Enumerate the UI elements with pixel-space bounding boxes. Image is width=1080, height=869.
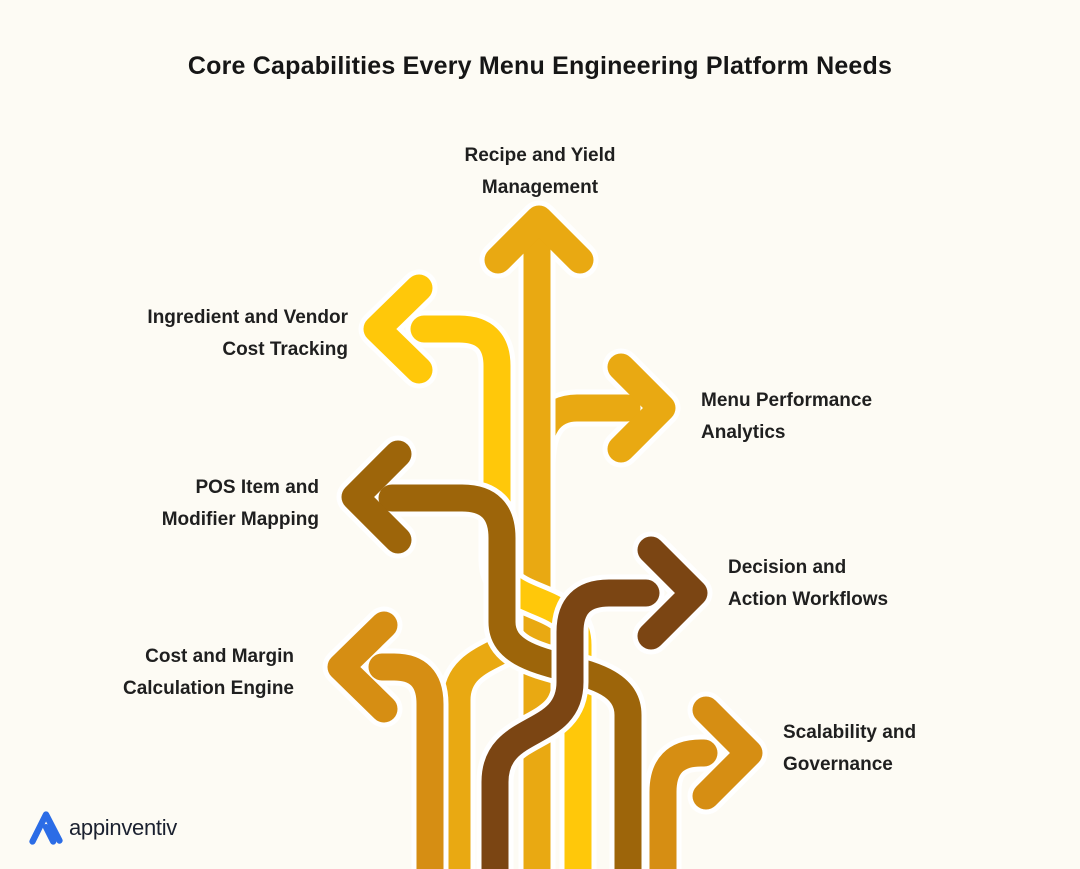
label-line: Menu Performance <box>701 390 873 411</box>
label-line: Ingredient and Vendor <box>147 307 348 328</box>
arrowhead-right-icon <box>607 353 676 463</box>
arrowhead-left-icon <box>341 440 412 554</box>
label-line: Modifier Mapping <box>161 509 319 530</box>
arrowhead-right-icon <box>692 696 763 810</box>
label-line: Scalability and <box>783 722 917 743</box>
label-cost-margin: Cost and Margin Calculation Engine <box>123 641 294 705</box>
label-scalability-governance: Scalability and Governance <box>783 717 916 781</box>
arrow-decision-workflows <box>476 531 713 869</box>
label-line: Cost Tracking <box>222 339 348 360</box>
arrowhead-left-icon <box>363 274 433 384</box>
label-line: Management <box>481 177 599 198</box>
arrowhead-left-icon <box>327 611 398 723</box>
label-line: Analytics <box>701 422 786 443</box>
label-line: Action Workflows <box>728 589 889 610</box>
arrow-recipe-yield <box>479 200 599 869</box>
label-decision-workflows: Decision and Action Workflows <box>728 552 888 616</box>
arrow-pos-mapping <box>336 435 647 869</box>
brand-logo-text: appinventiv <box>69 815 177 840</box>
arrowhead-up-icon <box>484 205 594 274</box>
arrow-scalability-governance <box>644 691 768 869</box>
page-title: Core Capabilities Every Menu Engineering… <box>187 52 893 80</box>
arrowhead-right-icon <box>637 536 708 650</box>
appinventiv-logo-icon <box>29 811 63 845</box>
label-recipe-yield: Recipe and Yield Management <box>0 140 1080 204</box>
label-menu-performance: Menu Performance Analytics <box>701 385 872 449</box>
label-line: Recipe and Yield <box>464 145 616 166</box>
arrow-cost-margin <box>322 606 449 869</box>
label-line: Calculation Engine <box>122 678 294 699</box>
brand-logo: appinventiv <box>28 810 177 846</box>
label-line: POS Item and <box>195 477 319 498</box>
label-line: Cost and Margin <box>145 646 294 667</box>
label-pos-mapping: POS Item and Modifier Mapping <box>162 472 319 536</box>
label-ingredient-vendor: Ingredient and Vendor Cost Tracking <box>147 302 348 366</box>
label-line: Decision and <box>728 557 847 578</box>
label-line: Governance <box>783 754 893 775</box>
